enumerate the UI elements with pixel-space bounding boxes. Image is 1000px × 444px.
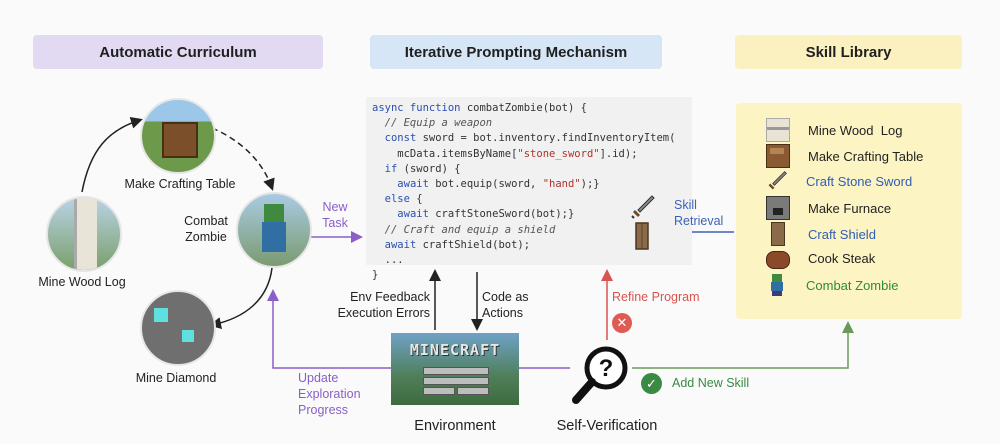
skill-item: Cook Steak <box>766 248 875 269</box>
minecraft-logo: MINECRAFT <box>409 341 501 359</box>
code-line: ... <box>372 254 404 267</box>
arrow-table-to-zombie <box>211 127 275 191</box>
arrow-wood-to-table <box>81 116 143 193</box>
arrow-add-skill <box>632 321 854 369</box>
skill-item: Make Crafting Table <box>766 144 923 168</box>
shield-icon <box>635 222 649 250</box>
label-refine-program: Refine Program <box>612 290 700 304</box>
stone-sword-icon <box>768 171 787 190</box>
code-line: // Equip a weapon <box>372 117 493 130</box>
magnifier-question-icon: ? <box>572 346 628 404</box>
header-curriculum: Automatic Curriculum <box>33 35 323 69</box>
svg-text:?: ? <box>599 355 614 382</box>
code-line: else { <box>384 193 423 206</box>
skill-label: Cook Steak <box>808 251 876 266</box>
label-environment: Environment <box>414 418 496 434</box>
label-mine-diamond: Mine Diamond <box>135 371 217 385</box>
label-combat-zombie: Combat Zombie <box>184 214 228 244</box>
skill-label: Craft Shield <box>808 226 876 242</box>
steak-icon <box>766 251 790 269</box>
arrow-update-progress <box>267 289 391 369</box>
label-make-crafting-table: Make Crafting Table <box>124 177 236 191</box>
skill-label: Make Crafting Table <box>808 148 924 164</box>
stone-sword-icon <box>631 195 655 219</box>
error-x-icon: ✕ <box>612 313 632 333</box>
crafting-table-icon <box>766 144 790 168</box>
code-line: await bot.equip(sword, "hand");} <box>397 178 600 191</box>
header-prompting: Iterative Prompting Mechanism <box>370 35 662 69</box>
label-add-new-skill: Add New Skill <box>672 376 750 390</box>
label-update-progress: Update Exploration Progress <box>298 371 361 417</box>
node-wood-image <box>46 196 122 272</box>
skill-item: Craft Shield <box>766 222 876 246</box>
node-diamond-image <box>140 290 216 366</box>
check-icon: ✓ <box>641 373 662 394</box>
code-line: async function combatZombie(bot) { <box>372 102 587 114</box>
birch-log-icon <box>766 118 790 142</box>
node-zombie-image <box>236 192 312 268</box>
skill-label: Combat Zombie <box>806 277 899 293</box>
minecraft-screenshot: MINECRAFT <box>391 333 519 405</box>
code-line: await craftStoneSword(bot);} <box>397 208 575 221</box>
shield-icon <box>771 222 785 246</box>
skill-label: Mine Wood Log <box>808 122 903 138</box>
skill-item: Make Furnace <box>766 196 891 220</box>
code-line: if (sword) { <box>384 162 461 175</box>
code-line: // Craft and equip a shield <box>372 223 556 236</box>
skill-label: Make Furnace <box>808 200 892 216</box>
label-new-task: New Task <box>322 200 348 230</box>
skill-label: Craft Stone Sword <box>806 173 913 189</box>
header-library: Skill Library <box>735 35 962 69</box>
skill-item: Combat Zombie <box>766 274 898 296</box>
node-table-image <box>140 98 216 174</box>
skill-library-panel: Mine Wood Log Make Crafting Table Craft … <box>736 103 962 319</box>
label-skill-retrieval: Skill Retrieval <box>674 198 724 228</box>
zombie-icon <box>766 274 788 296</box>
code-line: } <box>372 269 379 282</box>
skill-item: Mine Wood Log <box>766 118 902 142</box>
label-self-verification: Self-Verification <box>556 418 658 434</box>
code-line: mcData.itemsByName["stone_sword"].id); <box>372 147 638 160</box>
furnace-icon <box>766 196 790 220</box>
code-line: await craftShield(bot); <box>384 238 531 251</box>
label-code-actions: Code as Actions <box>482 290 529 320</box>
skill-item: Craft Stone Sword <box>766 170 912 192</box>
label-mine-wood-log: Mine Wood Log <box>38 275 126 289</box>
code-line: const sword = bot.inventory.findInventor… <box>384 132 676 145</box>
arrow-zombie-to-diamond <box>209 267 273 329</box>
label-env-feedback: Env Feedback Execution Errors <box>337 290 430 320</box>
